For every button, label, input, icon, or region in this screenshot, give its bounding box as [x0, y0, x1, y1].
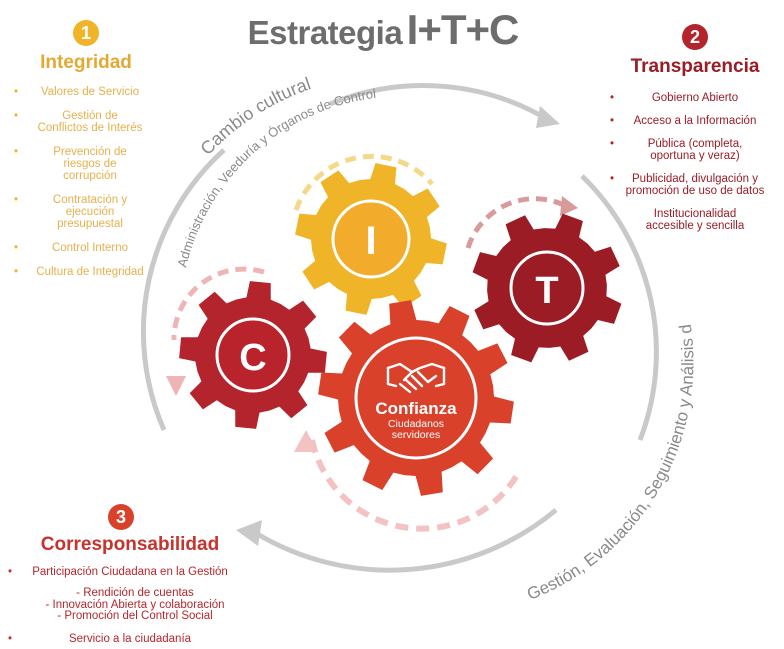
list-item: Gobierno Abierto: [606, 92, 784, 104]
ciudadanos-label: Ciudadanos: [388, 418, 444, 430]
transparencia-heading: Transparencia: [630, 56, 760, 77]
confianza-label: Confianza: [375, 399, 457, 418]
title-part1: Estrategia: [247, 14, 403, 51]
list-item: Publicidad, divulgación y promoción de u…: [606, 173, 784, 197]
page-title: Estrategia I+T+C: [0, 6, 784, 54]
arrowhead-center: [294, 430, 318, 452]
list-item: Prevención de riesgos de corrupción: [8, 146, 172, 182]
list-item: Cultura de Integridad: [8, 266, 172, 278]
corresponsabilidad-heading: Corresponsabilidad: [40, 534, 220, 555]
corresponsabilidad-subitems: - Rendición de cuentas - Innovación Abie…: [10, 587, 260, 623]
corresponsabilidad-list: Participación Ciudadana en la Gestión: [0, 566, 260, 578]
dashed-arrow-i-to-t: [465, 196, 568, 249]
gear-i-label: I: [365, 219, 376, 263]
transparencia-number-badge: 2: [682, 24, 708, 50]
list-item: Acceso a la Información: [606, 115, 784, 127]
subitem: - Promoción del Control Social: [57, 610, 213, 622]
subitem: - Innovación Abierta y colaboración: [45, 598, 225, 611]
list-item: Gestión de Conflictos de Interés: [8, 110, 172, 134]
gear-i-hub: [331, 199, 411, 279]
dashed-arrow-around-i: [293, 153, 434, 211]
arrowhead-i-to-t: [560, 196, 578, 216]
list-item: Control Interno: [8, 242, 172, 254]
corresponsabilidad-section: 3 Corresponsabilidad Participación Ciuda…: [0, 504, 260, 645]
list-item: Servicio a la ciudadanía: [0, 633, 260, 645]
list-item: Contratación y ejecución presupuestal: [8, 194, 172, 230]
integridad-number-badge: 1: [73, 20, 99, 46]
dashed-arrow-c-to-center: [171, 266, 265, 341]
gear-center-hub: [354, 336, 478, 460]
gear-c-hub: [215, 317, 291, 393]
list-item: Pública (completa, oportuna y veraz): [606, 138, 784, 162]
gear-t-label: T: [535, 270, 558, 312]
dashed-arrow-center-bottom: [309, 439, 523, 532]
gear-c-label: C: [239, 337, 266, 379]
integridad-section: 1 Integridad Valores de Servicio Gestión…: [0, 20, 172, 290]
servidores-label: servidores: [392, 429, 440, 441]
outer-ring-top-arc: [329, 83, 554, 125]
outer-ring-left-arc: [140, 148, 226, 432]
outer-ring-right-arc: [580, 174, 659, 441]
list-item: Participación Ciudadana en la Gestión: [0, 566, 260, 578]
outer-ring-bottom-arc: [252, 508, 558, 573]
corresponsabilidad-number-badge: 3: [108, 504, 134, 530]
title-part2: I+T+C: [406, 6, 520, 53]
arrowhead-c: [166, 376, 186, 396]
corresponsabilidad-list-2: Servicio a la ciudadanía: [0, 633, 260, 645]
integridad-list: Valores de Servicio Gestión de Conflicto…: [0, 86, 172, 278]
transparencia-section: 2 Transparencia Gobierno Abierto Acceso …: [606, 24, 784, 243]
integridad-heading: Integridad: [40, 52, 132, 73]
handshake-icon: [386, 362, 446, 394]
gear-t-hub: [509, 250, 585, 326]
list-item: Valores de Servicio: [8, 86, 172, 98]
arrowhead-top: [536, 106, 560, 128]
subitem: - Rendición de cuentas: [76, 587, 194, 599]
arrowhead-bottom: [236, 520, 262, 546]
transparencia-list: Gobierno Abierto Acceso a la Información…: [606, 92, 784, 232]
